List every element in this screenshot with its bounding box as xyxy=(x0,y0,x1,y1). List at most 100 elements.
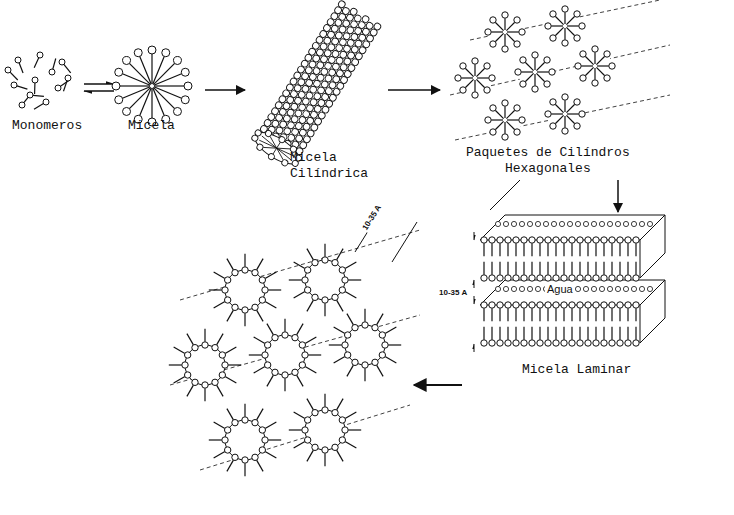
surfactant-head xyxy=(202,342,208,348)
surfactant-head xyxy=(322,257,328,263)
surfactant-head xyxy=(502,134,508,140)
surfactant-tail xyxy=(619,308,620,321)
surfactant-head xyxy=(577,237,583,243)
surfactant-head xyxy=(15,57,21,63)
surfactant-tail xyxy=(539,243,540,256)
surfactant-tail xyxy=(34,58,39,68)
surfactant-tail xyxy=(214,452,225,459)
surfactant-head xyxy=(617,340,623,346)
surfactant-head xyxy=(489,75,495,81)
surfactant-tail xyxy=(334,327,345,334)
surfactant-head xyxy=(332,294,338,300)
surfactant-tail xyxy=(506,121,514,129)
surfactant-tail xyxy=(596,56,604,64)
surfactant-head xyxy=(262,352,268,358)
surfactant-tail xyxy=(603,243,604,256)
surfactant-head xyxy=(545,23,551,29)
surfactant-head xyxy=(577,302,583,308)
surfactant-head xyxy=(497,302,503,308)
surfactant-tail xyxy=(571,262,572,275)
surfactant-tail xyxy=(151,88,152,118)
surfactant-tail xyxy=(345,412,356,419)
surfactant-tail xyxy=(227,310,234,321)
surfactant-head xyxy=(489,275,495,281)
surfactant-head xyxy=(219,372,225,378)
surfactant-head xyxy=(574,11,580,17)
surfactant-tail xyxy=(504,18,505,30)
surfactant-head xyxy=(569,275,575,281)
surfactant-tail xyxy=(244,254,245,267)
surfactant-head xyxy=(259,447,265,453)
surfactant-head xyxy=(521,237,527,243)
surfactant-tail xyxy=(334,357,345,364)
surfactant-head xyxy=(173,57,181,65)
surfactant-head xyxy=(562,94,568,100)
surfactant-head xyxy=(489,237,495,243)
surfactant-head xyxy=(379,352,385,358)
surfactant-tail xyxy=(337,300,344,311)
surfactant-head xyxy=(232,269,238,275)
surfactant-head xyxy=(382,342,388,348)
surfactant-tail xyxy=(495,110,503,118)
surfactant-head xyxy=(623,286,628,291)
surfactant-head xyxy=(485,117,491,123)
surfactant-tail xyxy=(244,313,245,326)
surfactant-head xyxy=(11,82,17,88)
surfactant-head xyxy=(232,304,238,310)
surfactant-head xyxy=(647,221,652,226)
surfactant-tail xyxy=(611,327,612,340)
surfactant-tail xyxy=(244,463,245,476)
surfactant-head xyxy=(625,340,631,346)
surfactant-head xyxy=(529,275,535,281)
surfactant-head xyxy=(537,237,543,243)
surfactant-head xyxy=(615,286,620,291)
surfactant-tail xyxy=(611,243,612,256)
surfactant-tail xyxy=(506,110,514,118)
surfactant-tail xyxy=(536,73,544,81)
surfactant-tail xyxy=(273,148,286,160)
surfactant-head xyxy=(254,129,262,137)
surfactant-head xyxy=(521,340,527,346)
surfactant-head xyxy=(544,57,550,63)
surfactant-tail xyxy=(635,243,636,256)
surfactant-tail xyxy=(551,25,563,26)
surfactant-head xyxy=(502,100,508,106)
surfactant-head xyxy=(222,437,228,443)
surfactant-head xyxy=(639,221,644,226)
surfactant-head xyxy=(19,102,25,108)
surfactant-head xyxy=(577,340,583,346)
surfactant-tail xyxy=(204,329,205,342)
surfactant-tail xyxy=(477,77,489,78)
surfactant-tail xyxy=(563,262,564,275)
surfactant-tail xyxy=(337,249,344,260)
surfactant-head xyxy=(562,128,568,134)
surfactant-tail xyxy=(348,279,361,280)
surfactant-head xyxy=(490,41,496,47)
surfactant-head xyxy=(617,275,623,281)
surfactant-tail xyxy=(284,378,285,391)
surfactant-tail xyxy=(53,59,56,70)
surfactant-tail xyxy=(594,52,595,64)
surfactant-head xyxy=(312,259,318,265)
surfactant-head xyxy=(259,427,265,433)
surfactant-head xyxy=(264,342,270,348)
surfactant-head xyxy=(532,86,538,92)
surfactant-head xyxy=(520,81,526,87)
surfactant-tail xyxy=(491,119,503,120)
surfactant-head xyxy=(519,29,525,35)
surfactant-head xyxy=(490,105,496,111)
surfactant-tail xyxy=(525,62,533,70)
surfactant-tail xyxy=(308,354,321,355)
surfactant-tail xyxy=(34,83,36,94)
surfactant-head xyxy=(569,340,575,346)
surfactant-tail xyxy=(499,262,500,275)
surfactant-head xyxy=(535,286,540,291)
surfactant-tail xyxy=(603,262,604,275)
surfactant-tail xyxy=(289,429,302,430)
surfactant-head xyxy=(569,237,575,243)
surfactant-head xyxy=(502,12,508,18)
surfactant-head xyxy=(219,352,225,358)
surfactant-tail xyxy=(476,79,484,87)
surfactant-head xyxy=(212,344,218,350)
surfactant-head xyxy=(339,437,345,443)
